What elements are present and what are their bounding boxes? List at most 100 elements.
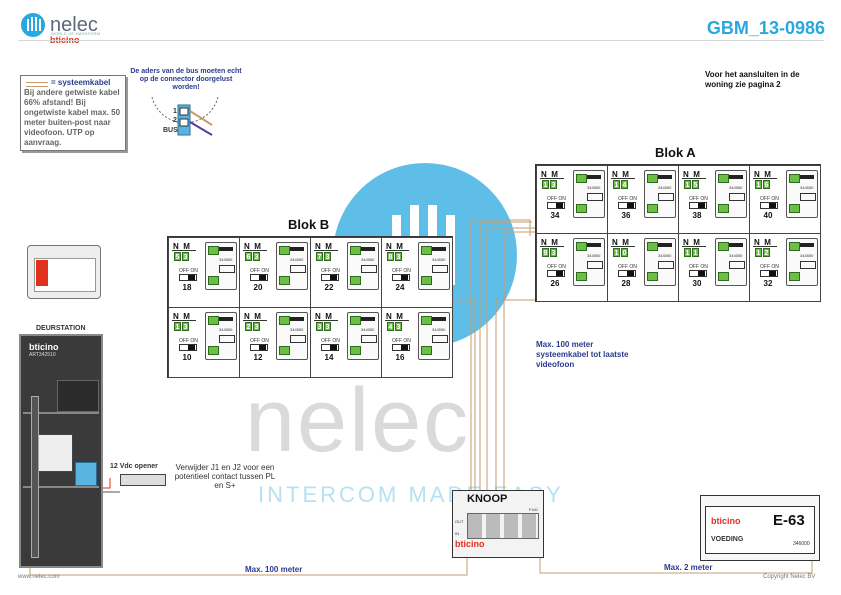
address-n: 1: [613, 248, 620, 257]
nm-label: N M: [386, 312, 403, 321]
header-divider: [18, 40, 824, 41]
logo-brand: nelec: [50, 14, 98, 36]
off-on-label: OFF ON: [250, 268, 269, 274]
bus-wire-blok-b-2: [455, 299, 476, 490]
off-on-label: OFF ON: [760, 264, 779, 270]
off-on-switch: [547, 202, 565, 209]
opener-label: 12 Vdc opener: [110, 463, 158, 470]
distance-right-label: Max. 2 meter: [664, 563, 713, 572]
bus-module: 344550: [276, 242, 308, 290]
address-n: 1: [755, 180, 762, 189]
bus-module: 344550: [205, 312, 237, 360]
bus-module: 344550: [715, 170, 747, 218]
address-m: 0: [621, 248, 628, 257]
connector-note: De aders van de bus moeten echt op de co…: [130, 68, 242, 91]
address-m: 6: [763, 180, 770, 189]
deurstation-brand: bticino: [29, 342, 59, 352]
apartment-number: 30: [692, 279, 702, 288]
off-on-switch: [392, 274, 410, 281]
voeding-code: 346000: [793, 541, 810, 547]
apartment-number: 20: [253, 283, 263, 292]
nm-label: N M: [683, 238, 700, 247]
address-n: 2: [245, 322, 252, 331]
nm-label: N M: [315, 242, 332, 251]
max-100-note: Max. 100 meter systeemkabel tot laatste …: [536, 340, 629, 369]
nm-label: N M: [754, 170, 771, 179]
knoop-label: KNOOP: [467, 493, 508, 505]
deurstation-panel: bticino ART342510: [19, 334, 103, 568]
apartment-number: 28: [621, 279, 631, 288]
bus-module: 344550: [418, 312, 450, 360]
off-on-label: OFF ON: [179, 268, 198, 274]
knoop-brand: bticino: [455, 539, 485, 549]
footer-copyright: Copyright Nelec BV: [763, 574, 816, 580]
deurstation-label: DEURSTATION: [36, 325, 86, 332]
address-n: 1: [684, 180, 691, 189]
connector-detail: [151, 96, 219, 136]
deurstation-model: ART342510: [29, 352, 56, 358]
address-n: 9: [542, 248, 549, 257]
address-n: 5: [174, 252, 181, 261]
bus-wire-voeding: [539, 555, 813, 574]
off-on-switch: [392, 344, 410, 351]
blok-b-title: Blok B: [288, 217, 330, 232]
address-n: 7: [316, 252, 323, 261]
address-n: 1: [755, 248, 762, 257]
address-n: 1: [613, 180, 620, 189]
nm-label: N M: [244, 312, 261, 321]
blok-a-title: Blok A: [655, 145, 696, 160]
off-on-label: OFF ON: [547, 196, 566, 202]
off-on-switch: [760, 270, 778, 277]
nm-label: N M: [541, 238, 558, 247]
knoop-module: KNOOP F441 OUT IN bticino: [452, 490, 544, 558]
address-m: 4: [621, 180, 628, 189]
bus-module: 344550: [347, 312, 379, 360]
bus-module: 344550: [573, 238, 605, 286]
address-n: 1: [684, 248, 691, 257]
off-on-label: OFF ON: [392, 268, 411, 274]
address-m: 3: [253, 252, 260, 261]
off-on-label: OFF ON: [689, 264, 708, 270]
apartment-number: 26: [550, 279, 560, 288]
bus-module: 344550: [715, 238, 747, 286]
apartment-number: 22: [324, 283, 334, 292]
address-m: 3: [395, 252, 402, 261]
address-m: 2: [763, 248, 770, 257]
bus-wire-blok-a-3: [495, 299, 535, 490]
address-m: 3: [324, 252, 331, 261]
bus-wire-blok-a-4: [503, 231, 535, 490]
cable-legend: = systeemkabel Bij andere getwiste kabel…: [20, 75, 126, 151]
terminal-label-1: 1: [173, 108, 177, 115]
knoop-code: F441: [529, 507, 539, 512]
cable-legend-title: = systeemkabel: [51, 78, 111, 87]
off-on-switch: [689, 202, 707, 209]
off-on-switch: [250, 344, 268, 351]
logo-tagline: WORLD OF MASSFORM: [51, 31, 101, 36]
off-on-label: OFF ON: [547, 264, 566, 270]
cable-legend-body: Bij andere getwiste kabel 66% afstand! B…: [24, 88, 121, 147]
address-m: 3: [550, 180, 557, 189]
off-on-switch: [689, 270, 707, 277]
off-on-label: OFF ON: [618, 264, 637, 270]
off-on-switch: [179, 344, 197, 351]
